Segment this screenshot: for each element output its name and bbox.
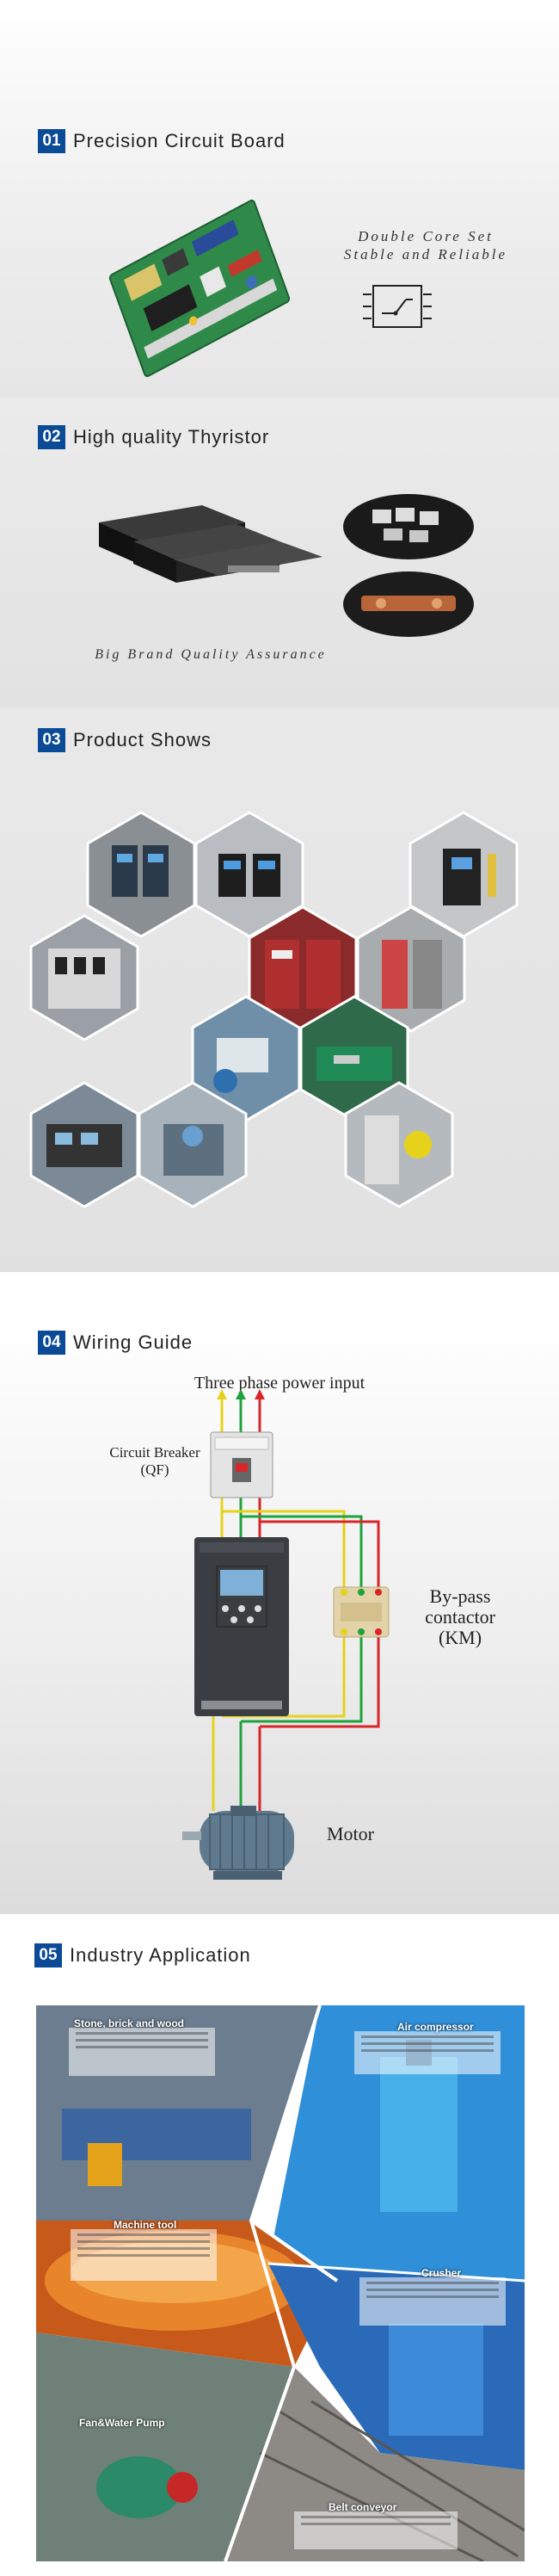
section-title: High quality Thyristor — [73, 426, 270, 448]
product-photo-hex — [86, 811, 196, 938]
label-box — [71, 2229, 217, 2281]
industry-label-machine-tool: Machine tool — [114, 2219, 177, 2231]
product-photo-hex — [408, 811, 519, 938]
industry-collage: Stone, brick and wood Air compressor Mac… — [36, 2005, 525, 2561]
section-gap — [0, 1272, 559, 1312]
wiring-diagram — [182, 1389, 390, 1880]
product-photo-hex — [138, 1081, 248, 1208]
motor — [182, 1806, 294, 1880]
section-title: Product Shows — [73, 729, 212, 751]
product-photo-hex — [29, 1081, 139, 1208]
thyristor-closeup-1-image — [343, 494, 474, 559]
section-title: Industry Application — [70, 1944, 251, 1966]
section-title: Precision Circuit Board — [73, 130, 286, 151]
section-header: 01 Precision Circuit Board — [38, 129, 286, 153]
section-number: 02 — [38, 425, 65, 449]
soft-starter — [194, 1537, 289, 1716]
section-thyristor: 02 High quality Thyristor Big Brand Qual… — [0, 398, 559, 707]
bypass-code-label: (KM) — [438, 1627, 482, 1648]
breaker-code-label: (QF) — [140, 1461, 169, 1478]
section-number: 01 — [38, 129, 65, 153]
section-header: 05 Industry Application — [34, 1943, 251, 1968]
section-industry-application: 05 Industry Application — [0, 1914, 559, 2576]
relay-switch-icon — [363, 285, 432, 328]
section-header: 03 Product Shows — [38, 728, 212, 752]
section-number: 05 — [34, 1943, 62, 1968]
section-number: 03 — [38, 728, 65, 752]
label-box — [69, 2028, 215, 2076]
product-photo-hex — [299, 995, 409, 1122]
label-box — [354, 2031, 501, 2074]
bypass-label: By-pass — [429, 1585, 491, 1607]
product-photo-hex — [248, 905, 358, 1033]
label-box — [294, 2511, 458, 2549]
circuit-tagline-2: Stable and Reliable — [343, 246, 508, 263]
section-circuit-board: 01 Precision Circuit Board Double Core S… — [0, 0, 559, 398]
thyristor-tagline: Big Brand Quality Assurance — [95, 647, 327, 662]
section-wiring-guide: 04 Wiring Guide Three phase power input … — [0, 1312, 559, 1914]
section-product-shows: 03 Product Shows — [0, 707, 559, 1272]
circuit-tagline-1: Double Core Set — [358, 228, 494, 244]
industry-label-stone: Stone, brick and wood — [74, 2017, 185, 2029]
product-photo-hex — [29, 914, 139, 1041]
thyristor-closeup-2-image — [343, 571, 474, 637]
industry-label-compressor: Air compressor — [397, 2021, 474, 2033]
bypass-contactor — [333, 1586, 390, 1638]
circuit-board-image — [108, 199, 291, 378]
breaker-label: Circuit Breaker — [109, 1444, 200, 1461]
power-input-label: Three phase power input — [194, 1374, 366, 1393]
bypass-contactor-label: contactor — [425, 1606, 495, 1628]
label-box — [359, 2277, 506, 2326]
section-header: 04 Wiring Guide — [38, 1331, 193, 1355]
section-number: 04 — [38, 1331, 65, 1355]
thyristor-modules-image — [99, 505, 322, 583]
section-header: 02 High quality Thyristor — [38, 425, 269, 449]
industry-label-fan-pump: Fan&Water Pump — [79, 2417, 165, 2429]
section-title: Wiring Guide — [73, 1331, 194, 1353]
motor-label: Motor — [327, 1823, 374, 1844]
product-photo-hex — [194, 811, 304, 938]
product-photo-hex — [344, 1081, 454, 1208]
circuit-breaker — [210, 1431, 273, 1498]
industry-label-crusher: Crusher — [421, 2267, 462, 2279]
product-photo-hex — [356, 905, 466, 1033]
industry-label-belt-conveyor: Belt conveyor — [329, 2501, 397, 2513]
